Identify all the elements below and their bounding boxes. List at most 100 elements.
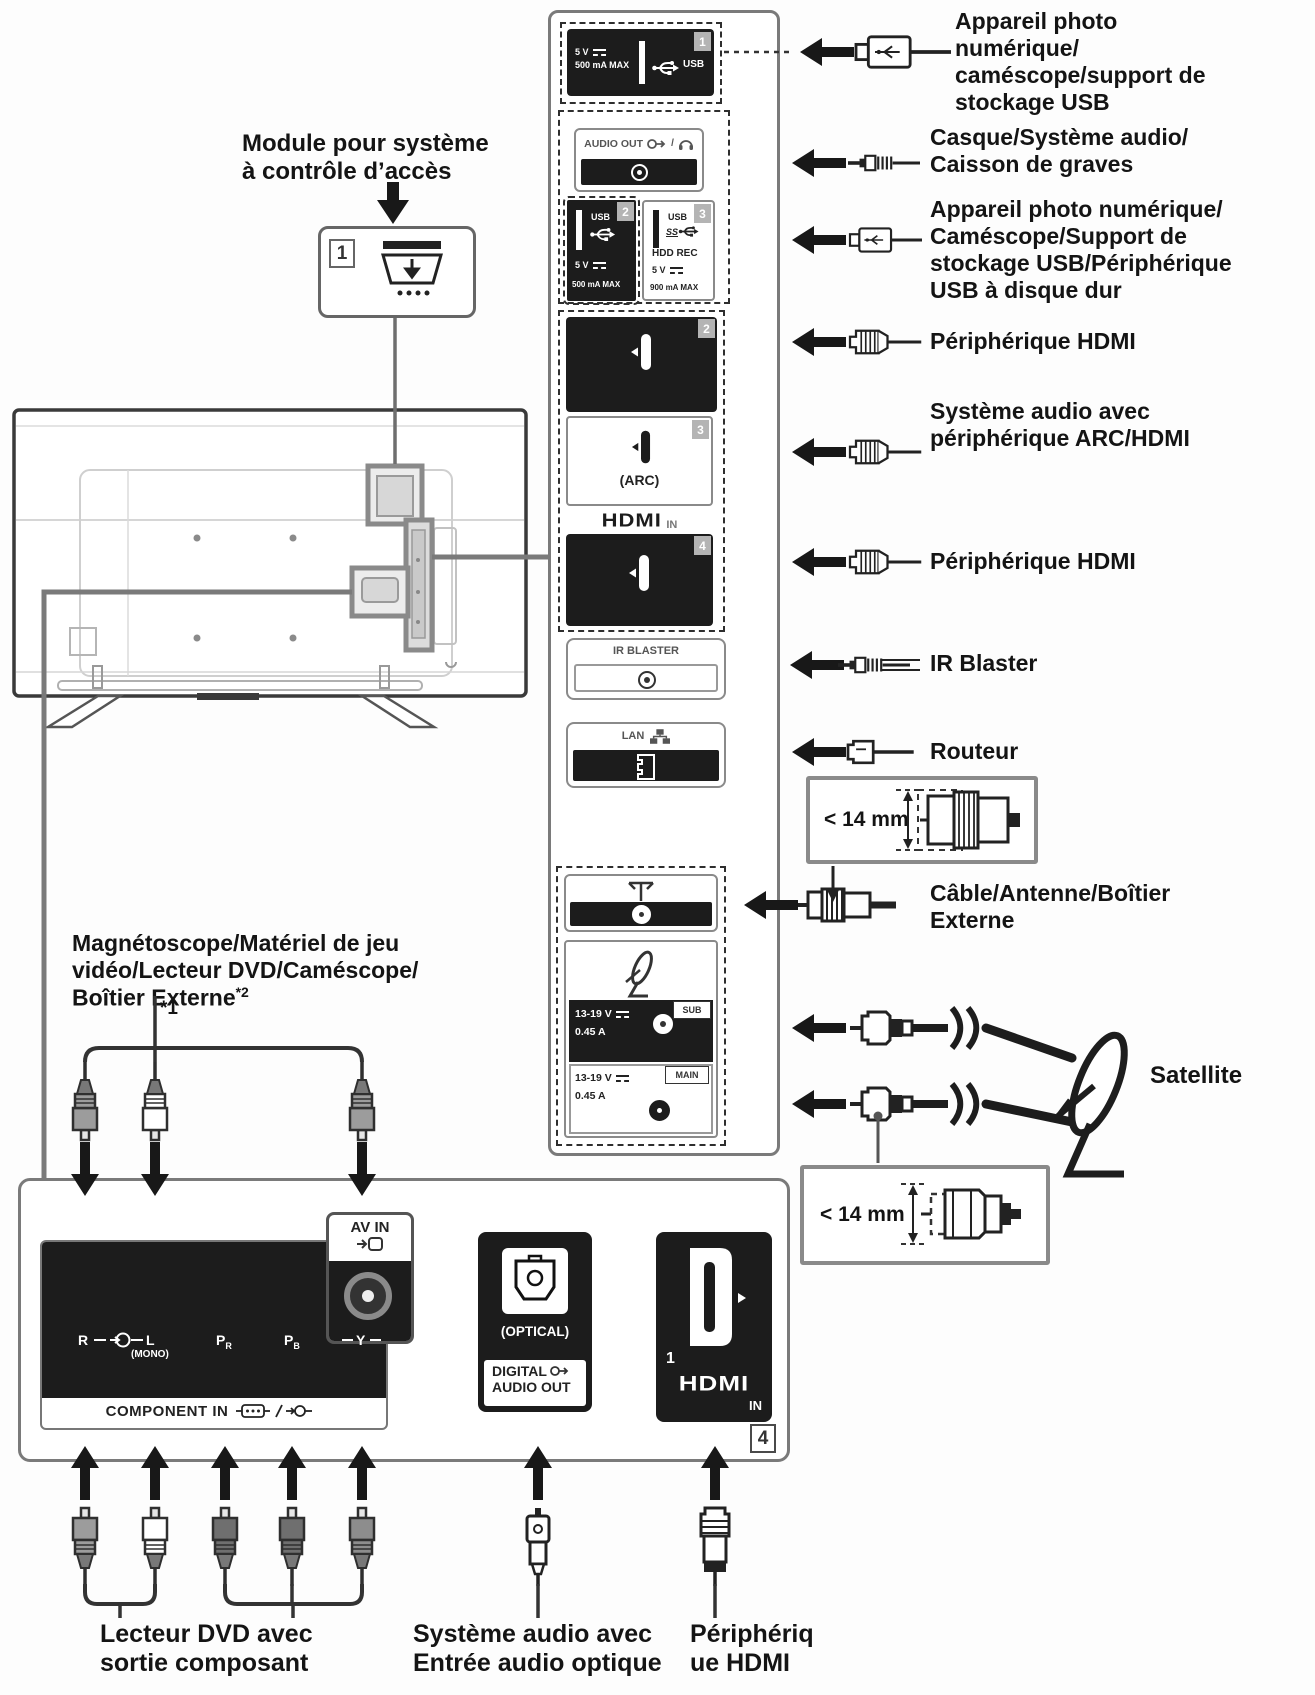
usb3-ss: SS [666,226,679,237]
usb-port-2: 2 USB 5 V 500 mA MAX [563,196,640,305]
satellite-dish-icon [1056,1031,1128,1178]
usb1-slot [639,41,645,84]
tv-rear-view [12,408,528,729]
size-note-links [827,866,883,1163]
toslink-icon [514,1254,556,1301]
module-arrow [377,182,409,224]
jack-label-r: R [78,1332,89,1348]
ethernet-plug-icon [846,739,916,765]
hdmi-connector-icon [631,334,651,370]
usb1-number: 1 [694,32,711,51]
device-label-usb23: Appareil photo numérique/ Caméscope/Supp… [930,196,1232,303]
usb-plug-icon [854,34,953,70]
hdmi1-logo: HDMI [678,1370,750,1396]
jack-label-pr: PR [216,1332,232,1351]
av-in-label: AV IN [350,1219,390,1236]
device-label-sat: Satellite [1150,1062,1243,1089]
ir-plug-icon [836,655,920,675]
hdmi-connector-icon [629,555,649,591]
hdmi2-number: 2 [698,319,715,338]
size-note-text: < 14 mm [824,808,909,831]
audio-jack [631,164,648,181]
usb-trident-icon [678,226,699,237]
hdmi-connector-icon [631,430,651,464]
rca-plug-icon [141,1506,169,1588]
lan-title: LAN [621,730,645,742]
satellite-ports: 13-19 V 0.45 A SUB 13-19 V 0.45 A MAIN [564,940,718,1138]
usb-port-1: 5 V 500 mA MAX USB 1 [567,29,714,96]
digital-label: DIGITAL [492,1363,547,1379]
usb-plug-icon [848,227,924,253]
footnote-1: *1 [160,998,178,1019]
rca-plug-icon [71,1506,99,1588]
jack-y [344,1272,392,1320]
component-strip: COMPONENT IN [46,1398,382,1424]
dc-icon [592,49,606,57]
usb2-voltage: 5 V [575,260,589,270]
ir-title: IR BLASTER [613,645,679,657]
device-label-hdmi-bottom: Périphériq ue HDMI [690,1620,814,1678]
usb-port-3: 3 USB SS HDD REC 5 V 900 mA MAX [642,200,715,301]
usb2-label: USB [591,212,611,222]
tv-bottom-ports-highlight [349,565,411,619]
size-note-box-2: < 14 mm [800,1165,1050,1265]
main-jack [649,1100,670,1121]
rca-plug-icon [71,1060,99,1142]
network-icon [650,728,671,744]
jack-label-mono: (MONO) [131,1349,169,1360]
dc-icon [592,262,606,270]
badge-1: 1 [329,239,355,268]
audio-plug-icon [846,154,922,172]
device-label-hdmi3: Système audio avec périphérique ARC/HDMI [930,398,1190,451]
device-label-lan: Routeur [930,738,1019,764]
jack-label-l: L [146,1332,155,1348]
ir-blaster-port: IR BLASTER [566,638,726,700]
rca-plug-icon [278,1506,306,1588]
optical-port: (OPTICAL) DIGITAL AUDIO OUT [478,1232,592,1412]
av-in-icon [357,1237,383,1251]
hdmi3-number: 3 [692,420,709,439]
hdmi-plug-icon [848,329,923,355]
lan-port: LAN [566,722,726,788]
ir-jack [638,671,656,689]
usb2-slot [576,210,582,250]
hdmi1-in: IN [749,1398,762,1413]
av-source-label: Magnétoscope/Matériel de jeu vidéo/Lecte… [72,929,419,1011]
usb1-current: 500 mA MAX [575,60,630,70]
device-label-audio: Casque/Système audio/ Caisson de graves [930,124,1189,177]
device-label-ir: IR Blaster [930,650,1038,676]
usb3-current: 900 mA MAX [650,283,699,292]
hdmi-port-2: 2 [566,317,717,412]
device-label-optical: Système audio avec Entrée audio optique [413,1620,662,1678]
connection-lines [41,318,548,1178]
usb1-label: USB [683,59,705,70]
usb2-current: 500 mA MAX [572,280,621,289]
main-current: 0.45 A [575,1090,606,1102]
audio-out-title: AUDIO OUT [584,137,644,150]
optical-label: (OPTICAL) [500,1324,570,1339]
rca-plug-icon [211,1506,239,1588]
usb3-label: USB [668,212,688,222]
device-label-hdmi4: Périphérique HDMI [930,548,1136,574]
hdmi-connector-icon [690,1248,746,1346]
sub-tag: SUB [673,1001,711,1019]
rca-plug-icon [141,1060,169,1142]
component-io-icons [236,1404,313,1418]
hdmi-in-logo: HDMI IN [601,510,678,531]
cam-slot-icon [381,241,443,296]
composite-cable-top [71,996,376,1196]
ethernet-jack-icon [637,754,655,780]
usb2-number: 2 [617,202,634,221]
usb3-voltage: 5 V [652,265,666,275]
antenna-group-outline [556,866,726,1146]
badge-4-bottom: 4 [750,1424,776,1453]
usb-group-outline [558,110,730,304]
satellite-cables [912,1006,1077,1127]
jack-label-pb: PB [284,1332,300,1351]
sub-voltage: 13-19 V [575,1008,612,1020]
usb1-voltage: 5 V [575,47,589,57]
coax-plug-icon [798,889,896,921]
hdmi-group-outline [558,310,725,632]
bottom-cables [71,1446,731,1618]
